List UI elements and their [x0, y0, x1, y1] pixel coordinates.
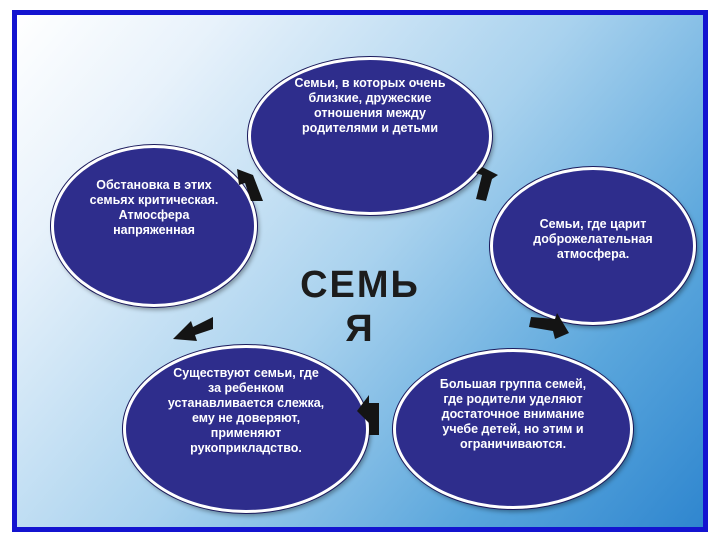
- family-type-close-relations-text: Семьи, в которых очень близкие, дружески…: [294, 76, 446, 135]
- center-title: СЕМЬ Я: [285, 263, 435, 351]
- slide: Семьи, в которых очень близкие, дружески…: [12, 10, 708, 532]
- family-type-study-attention: Большая группа семей, где родители уделя…: [393, 349, 633, 509]
- family-type-close-relations: Семьи, в которых очень близкие, дружески…: [248, 57, 492, 215]
- family-type-critical-text: Обстановка в этих семьях критическая. Ат…: [89, 178, 219, 237]
- cycle-arrow-1-icon: [476, 167, 498, 201]
- family-type-surveillance: Существуют семьи, где за ребенком устана…: [123, 345, 369, 513]
- cycle-arrow-3-icon: [357, 395, 379, 435]
- cycle-arrow-2-icon: [529, 313, 569, 339]
- family-type-friendly-atmosphere: Семьи, где царит доброжелательная атмосф…: [490, 167, 696, 325]
- cycle-arrow-5-icon: [237, 169, 263, 201]
- center-title-line2: Я: [345, 308, 375, 350]
- cycle-arrow-4-icon: [173, 317, 213, 341]
- center-title-line1: СЕМЬ: [300, 264, 420, 306]
- family-type-surveillance-text: Существуют семьи, где за ребенком устана…: [167, 366, 325, 455]
- family-type-study-attention-text: Большая группа семей, где родители уделя…: [439, 376, 587, 451]
- family-type-friendly-atmosphere-text: Семьи, где царит доброжелательная атмосф…: [533, 216, 653, 261]
- family-type-critical: Обстановка в этих семьях критическая. Ат…: [51, 145, 257, 307]
